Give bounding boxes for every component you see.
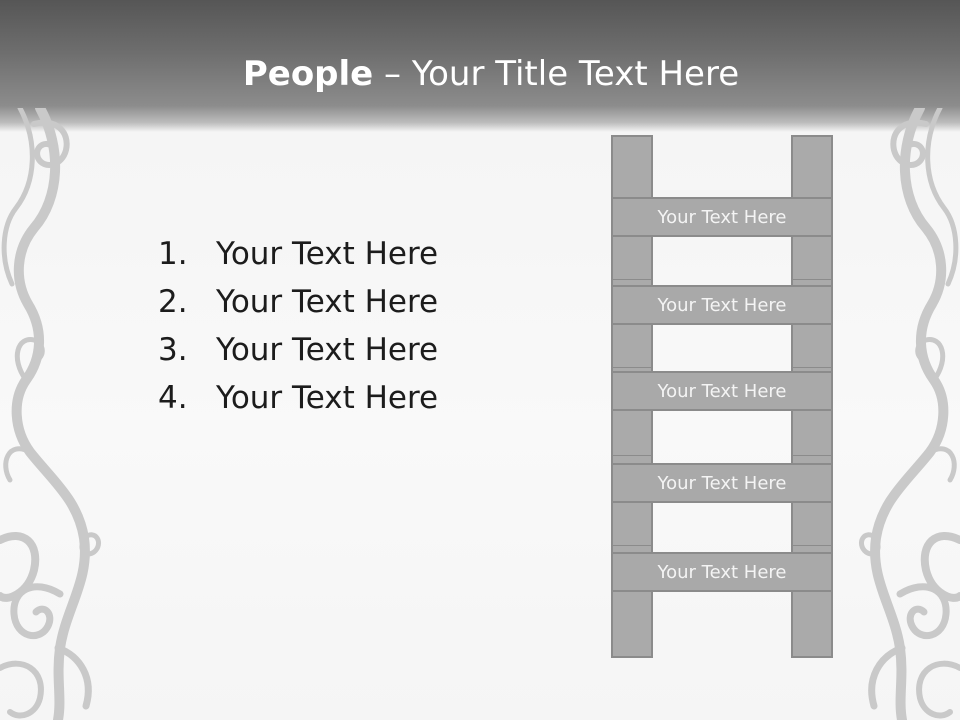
ladder-diagram: Your Text Here Your Text Here Your Text … xyxy=(611,135,833,658)
numbered-list[interactable]: 1. Your Text Here 2. Your Text Here 3. Y… xyxy=(158,230,438,422)
rail-segment-line xyxy=(793,545,831,546)
list-item-number: 4. xyxy=(158,380,188,416)
title-rest-text: Your Title Text Here xyxy=(411,54,740,94)
list-item: 4. Your Text Here xyxy=(158,374,438,422)
ladder-rung-label: Your Text Here xyxy=(657,294,787,316)
rail-segment-line xyxy=(793,367,831,368)
ladder-rung-label: Your Text Here xyxy=(657,561,787,583)
list-item: 3. Your Text Here xyxy=(158,326,438,374)
ladder-rung[interactable]: Your Text Here xyxy=(611,552,833,592)
list-item: 1. Your Text Here xyxy=(158,230,438,278)
list-item-text: Your Text Here xyxy=(216,236,439,272)
rail-segment-line xyxy=(613,367,651,368)
rail-segment-line xyxy=(793,279,831,280)
ladder-rung[interactable]: Your Text Here xyxy=(611,371,833,411)
rail-segment-line xyxy=(613,545,651,546)
right-scroll-ornament xyxy=(859,108,960,720)
ladder-rung[interactable]: Your Text Here xyxy=(611,463,833,503)
list-item-number: 3. xyxy=(158,332,188,368)
ladder-rung[interactable]: Your Text Here xyxy=(611,285,833,325)
title-bold-text: People xyxy=(242,54,374,94)
list-item-text: Your Text Here xyxy=(216,380,439,416)
title-bar xyxy=(0,0,960,132)
title-dash: – xyxy=(373,54,412,94)
ladder-rung-label: Your Text Here xyxy=(657,206,787,228)
rail-segment-line xyxy=(793,455,831,456)
ladder-rung[interactable]: Your Text Here xyxy=(611,197,833,237)
ladder-rung-label: Your Text Here xyxy=(657,380,787,402)
list-item-number: 1. xyxy=(158,236,188,272)
list-item-number: 2. xyxy=(158,284,188,320)
list-item: 2. Your Text Here xyxy=(158,278,438,326)
list-item-text: Your Text Here xyxy=(216,284,439,320)
ladder-rung-label: Your Text Here xyxy=(657,472,787,494)
list-item-text: Your Text Here xyxy=(216,332,439,368)
rail-segment-line xyxy=(613,455,651,456)
left-scroll-ornament xyxy=(0,108,101,720)
rail-segment-line xyxy=(613,279,651,280)
slide-title[interactable]: People – Your Title Text Here xyxy=(0,50,960,98)
